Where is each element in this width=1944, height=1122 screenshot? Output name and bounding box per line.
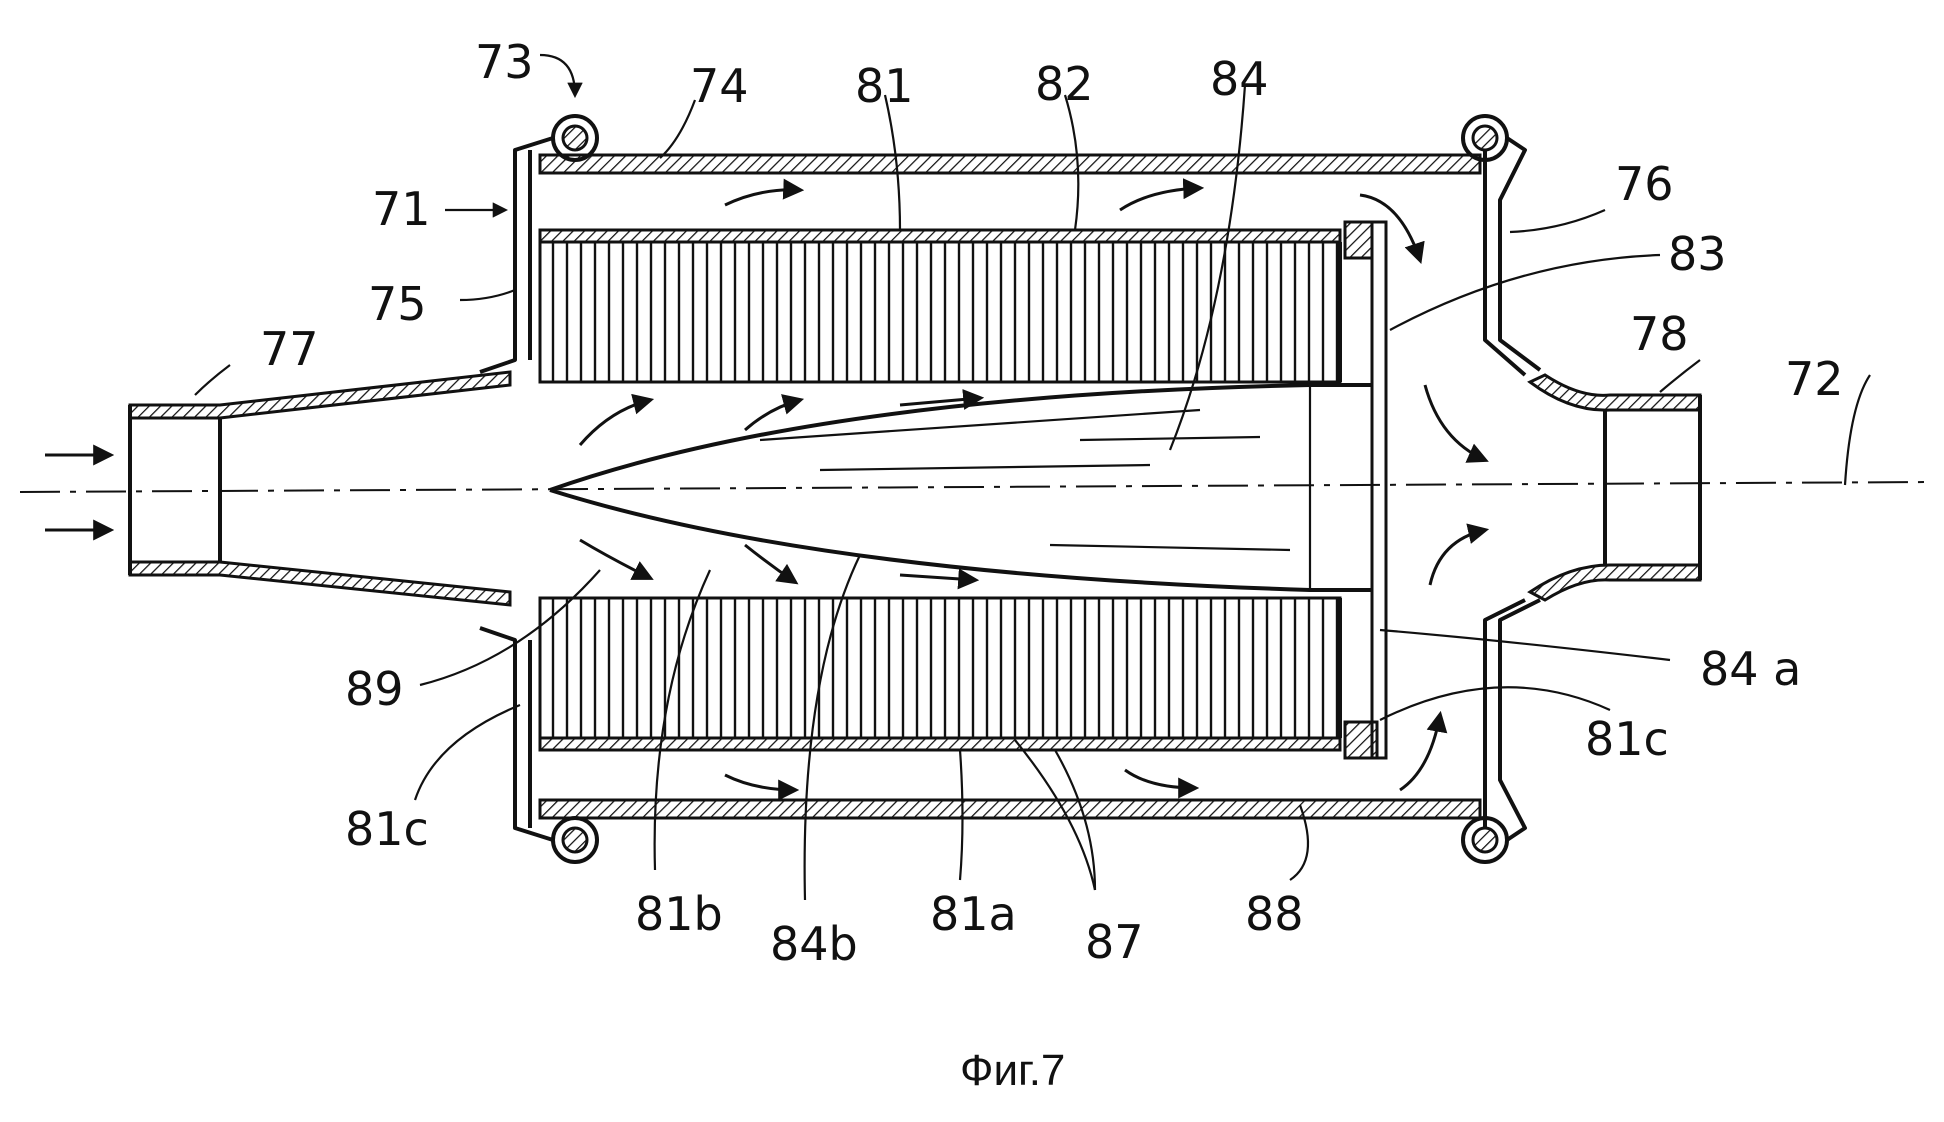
right-end-cap [1485, 138, 1540, 840]
label-82: 82 [1035, 57, 1094, 111]
label-78: 78 [1630, 307, 1689, 361]
label-73: 73 [475, 35, 534, 89]
label-81c-right: 81c [1585, 712, 1669, 766]
label-88: 88 [1245, 887, 1304, 941]
label-74: 74 [690, 59, 749, 113]
outlet-pipe [1530, 375, 1700, 600]
label-83: 83 [1668, 227, 1727, 281]
figure-caption: Фиг.7 [960, 1046, 1065, 1095]
label-72: 72 [1785, 352, 1844, 406]
label-76: 76 [1615, 157, 1674, 211]
end-plate [1340, 222, 1386, 758]
label-81c-left: 81c [345, 802, 429, 856]
filter-element-upper [540, 230, 1340, 382]
label-71: 71 [372, 182, 431, 236]
label-75: 75 [368, 277, 427, 331]
label-81b: 81b [635, 887, 723, 941]
filter-element-lower [540, 598, 1340, 750]
label-81a: 81a [930, 887, 1017, 941]
label-77: 77 [260, 322, 319, 376]
label-84a: 84 a [1700, 642, 1801, 696]
label-87: 87 [1085, 915, 1144, 969]
label-84b: 84b [770, 917, 858, 971]
label-84: 84 [1210, 52, 1269, 106]
center-axis [20, 482, 1930, 492]
label-89: 89 [345, 662, 404, 716]
label-81: 81 [855, 59, 914, 113]
inlet-pipe [130, 372, 510, 605]
